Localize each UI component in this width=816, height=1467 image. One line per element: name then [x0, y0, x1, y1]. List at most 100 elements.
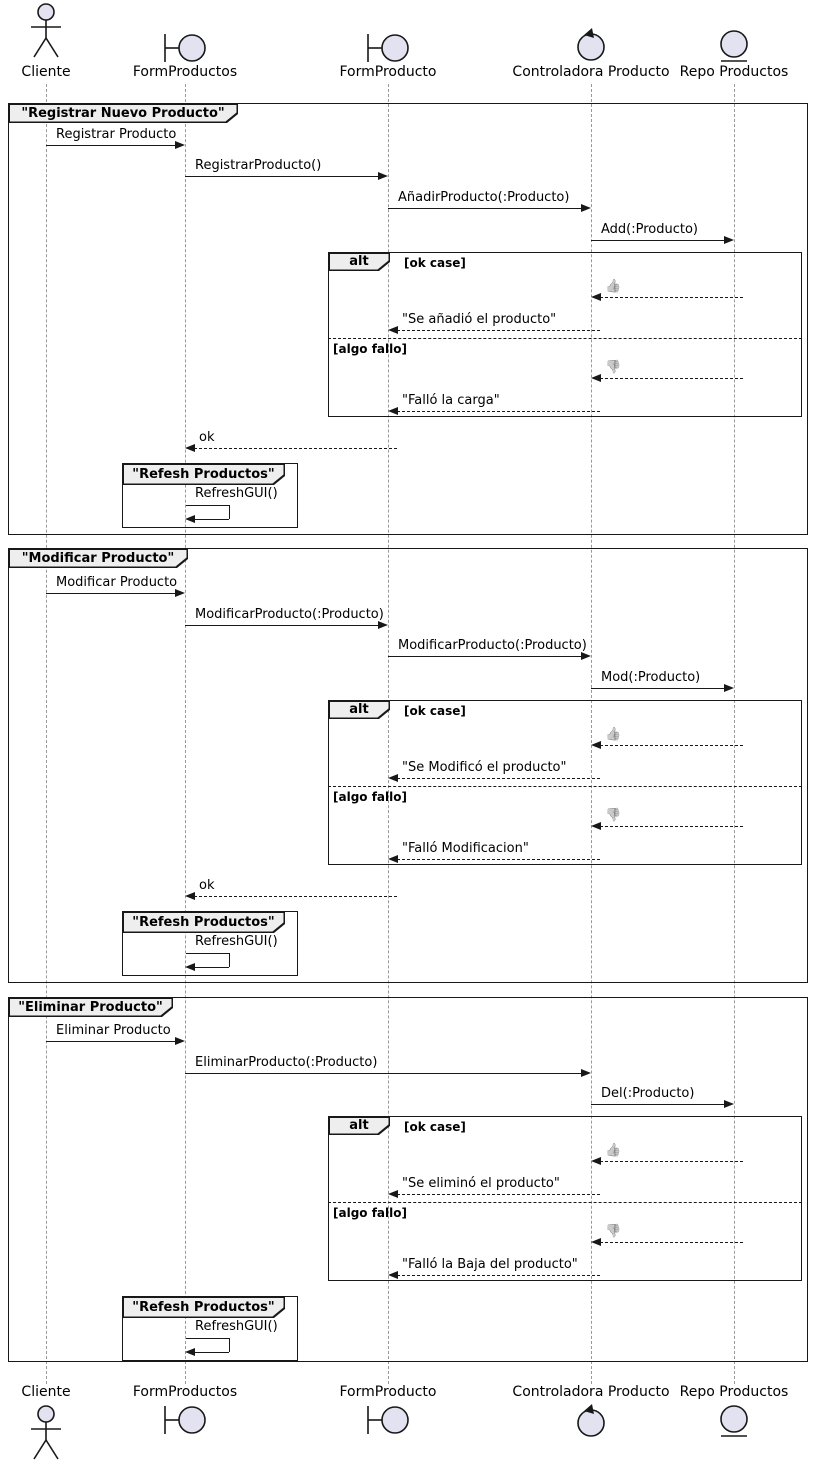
message-label: Del(:Producto): [601, 1086, 695, 1101]
boundary-icon: [365, 1404, 411, 1436]
message-line: [185, 176, 379, 177]
arrowhead: [724, 1100, 734, 1108]
alt-guard-fail: [algo fallo]: [333, 1206, 407, 1220]
message-label: Add(:Producto): [601, 222, 699, 237]
participant-label-footer-form-producto: FormProducto: [339, 1384, 437, 1400]
message-line: [397, 1194, 600, 1195]
self-message-bottom: [194, 967, 229, 968]
frame-1: [8, 103, 808, 535]
actor-icon: [27, 2, 65, 60]
ref-title: "Refesh Productos": [122, 1296, 285, 1318]
boundary-icon: [162, 32, 208, 64]
entity-icon: [718, 1404, 750, 1440]
message-label: "Se Modificó el producto": [402, 760, 567, 775]
frame-3: [8, 997, 808, 1362]
entity-icon: [718, 29, 750, 65]
boundary-icon: [365, 32, 411, 64]
alt-fragment: [328, 700, 802, 865]
participant-label-footer-controladora-producto: Controladora Producto: [512, 1384, 670, 1400]
arrowhead: [581, 1069, 591, 1077]
participant-label-form-producto: FormProducto: [339, 64, 437, 80]
ref-title: "Refesh Productos": [122, 911, 285, 933]
self-message-top: [186, 505, 229, 506]
message-label: RegistrarProducto(): [195, 158, 322, 173]
arrowhead: [581, 204, 591, 212]
message-label: ModificarProducto(:Producto): [398, 638, 587, 653]
participant-label-controladora-producto: Controladora Producto: [512, 64, 670, 80]
message-line: [397, 1275, 600, 1276]
message-line: [600, 378, 743, 379]
message-label: 👎: [605, 1224, 622, 1239]
lifeline-controladora-producto: [591, 84, 592, 1384]
alt-guard-fail: [algo fallo]: [333, 342, 407, 356]
arrowhead: [724, 236, 734, 244]
self-message-side: [229, 1338, 230, 1352]
message-label: "Se añadió el producto": [402, 312, 557, 327]
message-line: [185, 1073, 582, 1074]
frame-1-title-label: "Registrar Nuevo Producto": [10, 105, 237, 122]
message-label: ok: [199, 430, 215, 445]
message-line: [600, 297, 743, 298]
message-line: [600, 1161, 743, 1162]
actor-icon: [27, 1404, 65, 1462]
message-line: [397, 859, 600, 860]
participant-label-form-productos: FormProductos: [132, 64, 238, 80]
message-line: [185, 625, 379, 626]
alt-operator-label: alt: [330, 1118, 389, 1134]
message-label: Modificar Producto: [56, 575, 178, 590]
message-label: "Falló la Baja del producto": [402, 1257, 578, 1272]
self-message-top: [186, 953, 229, 954]
arrowhead: [185, 515, 195, 523]
frame-2-title-label: "Modificar Producto": [10, 550, 187, 567]
lifeline-form-producto: [388, 84, 389, 1384]
arrowhead: [388, 855, 398, 863]
message-line: [46, 593, 176, 594]
message-label: Mod(:Producto): [601, 670, 701, 685]
self-message-side: [229, 505, 230, 519]
arrowhead: [724, 684, 734, 692]
alt-operator-label: alt: [330, 254, 389, 270]
message-label: "Falló la carga": [402, 393, 500, 408]
alt-operator: alt: [328, 252, 390, 271]
alt-divider: [328, 1202, 802, 1203]
participant-label-cliente: Cliente: [21, 64, 71, 80]
message-label: Registrar Producto: [56, 127, 177, 142]
message-label: 👎: [605, 808, 622, 823]
ref-title-label: "Refesh Productos": [124, 913, 284, 932]
arrowhead: [581, 652, 591, 660]
message-label: "Se eliminó el producto": [402, 1176, 560, 1191]
message-label: "Falló Modificacion": [402, 841, 529, 856]
message-line: [194, 448, 397, 449]
alt-operator-label: alt: [330, 702, 389, 718]
message-label: ModificarProducto(:Producto): [195, 607, 384, 622]
alt-operator: alt: [328, 700, 390, 719]
participant-label-footer-repo-productos: Repo Productos: [679, 1384, 789, 1400]
frame-1-title: "Registrar Nuevo Producto": [8, 103, 238, 123]
message-line: [591, 1104, 725, 1105]
message-line: [388, 208, 582, 209]
arrowhead: [388, 774, 398, 782]
boundary-icon: [162, 1404, 208, 1436]
lifeline-form-productos: [185, 84, 186, 1384]
arrowhead: [388, 1190, 398, 1198]
arrowhead: [378, 172, 388, 180]
alt-fragment: [328, 1116, 802, 1281]
control-icon: [574, 26, 608, 64]
frame-3-title-label: "Eliminar Producto": [10, 999, 172, 1016]
arrowhead: [591, 293, 601, 301]
message-label: 👍: [605, 279, 622, 294]
message-label: 👍: [605, 1143, 622, 1158]
alt-guard-ok: [ok case]: [404, 256, 466, 270]
lifeline-repo-productos: [734, 84, 735, 1384]
message-line: [194, 896, 397, 897]
frame-2-title: "Modificar Producto": [8, 548, 188, 568]
ref-title: "Refesh Productos": [122, 463, 285, 485]
frame-3-title: "Eliminar Producto": [8, 997, 173, 1017]
self-message-label: RefreshGUI(): [195, 1319, 278, 1334]
participant-label-footer-cliente: Cliente: [21, 1384, 71, 1400]
arrowhead: [388, 1271, 398, 1279]
message-label: Eliminar Producto: [56, 1023, 171, 1038]
message-line: [397, 778, 600, 779]
arrowhead: [185, 444, 195, 452]
